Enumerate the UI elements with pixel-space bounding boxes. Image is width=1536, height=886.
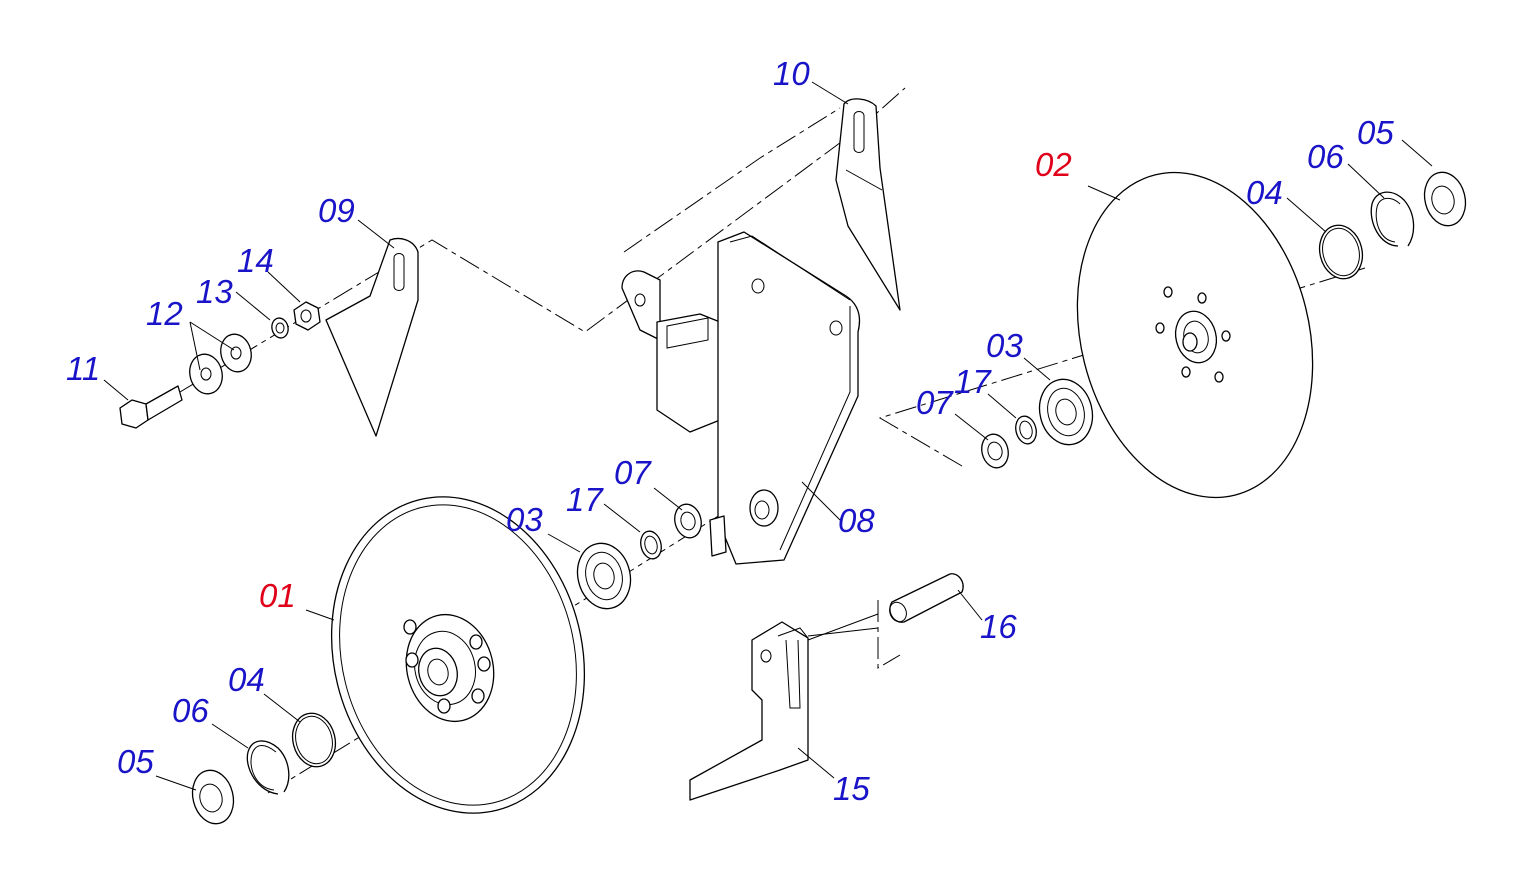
callout-01-text: 01 bbox=[259, 577, 296, 614]
disc-02 bbox=[1076, 171, 1314, 499]
callout-05-right: 05 bbox=[1357, 116, 1394, 149]
ring-04-left bbox=[291, 712, 337, 768]
callout-04-right: 04 bbox=[1246, 176, 1283, 209]
callout-08-text: 08 bbox=[838, 502, 875, 539]
callout-09-text: 09 bbox=[318, 192, 355, 229]
callout-17-right-text: 17 bbox=[954, 363, 991, 400]
hub-flange-01 bbox=[403, 613, 495, 723]
callout-06-right-text: 06 bbox=[1307, 138, 1344, 175]
washer-07-right bbox=[981, 433, 1009, 469]
callout-11: 11 bbox=[66, 352, 100, 385]
callout-05-left: 05 bbox=[117, 745, 154, 778]
nut-14 bbox=[293, 301, 321, 331]
callout-15: 15 bbox=[833, 772, 870, 805]
ring-04-right bbox=[1318, 224, 1364, 280]
circlip-06-left bbox=[246, 740, 290, 795]
callout-06-right: 06 bbox=[1307, 140, 1344, 173]
callout-15-text: 15 bbox=[833, 770, 870, 807]
disc-01 bbox=[330, 496, 586, 814]
callout-07-left: 07 bbox=[614, 456, 651, 489]
spacer-17-left bbox=[640, 530, 662, 560]
leader-lines bbox=[103, 81, 1433, 791]
callout-11-text: 11 bbox=[66, 350, 101, 387]
callout-13: 13 bbox=[196, 275, 233, 308]
washer-12b bbox=[220, 333, 252, 373]
callout-02-text: 02 bbox=[1035, 146, 1072, 183]
circlip-06-right bbox=[1370, 191, 1415, 247]
callout-05-left-text: 05 bbox=[117, 743, 154, 780]
callout-14-text: 14 bbox=[237, 242, 274, 279]
hub-02 bbox=[1155, 286, 1231, 383]
pin-16 bbox=[889, 573, 964, 623]
callout-12-text: 12 bbox=[146, 295, 183, 332]
callout-04-left: 04 bbox=[228, 663, 265, 696]
callout-17-right: 17 bbox=[954, 365, 991, 398]
callout-03-right-text: 03 bbox=[986, 327, 1023, 364]
bolt-11 bbox=[119, 385, 183, 429]
callout-01: 01 bbox=[259, 579, 296, 612]
callout-07-right: 07 bbox=[916, 386, 953, 419]
callout-16: 16 bbox=[980, 610, 1017, 643]
callout-07-right-text: 07 bbox=[916, 384, 953, 421]
callout-05-right-text: 05 bbox=[1357, 114, 1394, 151]
spring-washer-13 bbox=[271, 317, 289, 339]
plate-09 bbox=[325, 237, 419, 437]
callout-03-left: 03 bbox=[506, 503, 543, 536]
washer-07-left bbox=[674, 503, 702, 539]
frame-08 bbox=[621, 231, 861, 565]
washer-12a bbox=[189, 353, 223, 395]
callout-10: 10 bbox=[773, 57, 810, 90]
plate-10 bbox=[835, 98, 901, 311]
bearing-03-right bbox=[1038, 378, 1094, 446]
callout-17-left: 17 bbox=[566, 483, 603, 516]
callout-10-text: 10 bbox=[773, 55, 810, 92]
callout-16-text: 16 bbox=[980, 608, 1017, 645]
callout-04-right-text: 04 bbox=[1246, 174, 1283, 211]
callout-02: 02 bbox=[1035, 148, 1072, 181]
callout-09: 09 bbox=[318, 194, 355, 227]
callout-07-left-text: 07 bbox=[614, 454, 651, 491]
spacer-17-right bbox=[1015, 415, 1037, 445]
callout-14: 14 bbox=[237, 244, 274, 277]
callout-03-right: 03 bbox=[986, 329, 1023, 362]
scraper-15 bbox=[689, 613, 879, 801]
callout-06-left: 06 bbox=[172, 694, 209, 727]
callout-17-left-text: 17 bbox=[566, 481, 603, 518]
cap-05-left bbox=[191, 769, 235, 825]
cap-05-right bbox=[1423, 171, 1467, 227]
callout-08: 08 bbox=[838, 504, 875, 537]
callout-12: 12 bbox=[146, 297, 183, 330]
callout-03-left-text: 03 bbox=[506, 501, 543, 538]
callout-04-left-text: 04 bbox=[228, 661, 265, 698]
callout-13-text: 13 bbox=[196, 273, 233, 310]
callout-06-left-text: 06 bbox=[172, 692, 209, 729]
bearing-03-left bbox=[576, 542, 632, 610]
